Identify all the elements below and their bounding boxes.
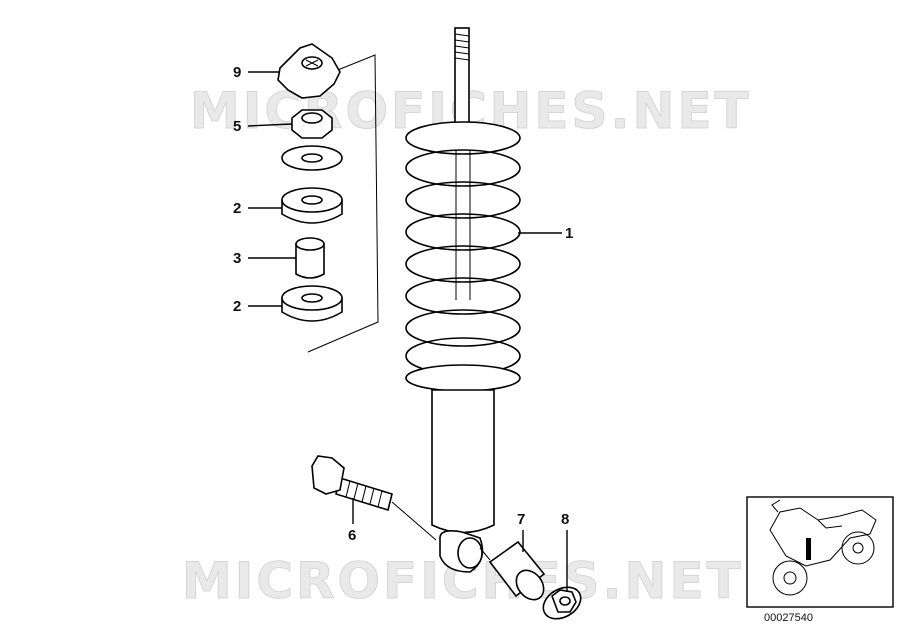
- reference-number: 00027540: [764, 612, 813, 624]
- callout-5: 5: [233, 118, 241, 135]
- callout-3: 3: [233, 250, 241, 267]
- bushing-sleeve-part: [479, 540, 546, 601]
- leader-lines: [247, 71, 568, 592]
- callout-2-upper: 2: [233, 200, 241, 217]
- rubber-bushing-upper-part: [281, 187, 343, 224]
- rubber-bushing-lower-part: [281, 285, 343, 322]
- rubber-mount-part: [277, 43, 341, 99]
- callout-6: 6: [348, 527, 356, 544]
- callout-9: 9: [233, 64, 241, 81]
- callout-1: 1: [565, 225, 573, 242]
- callout-8: 8: [561, 511, 569, 528]
- location-marker: [806, 538, 811, 560]
- nut-part: [291, 109, 333, 139]
- callout-2-lower: 2: [233, 298, 241, 315]
- assembly-bracket: [307, 54, 379, 353]
- callout-7: 7: [517, 511, 525, 528]
- flange-nut-part: [542, 586, 582, 620]
- hex-bolt-part: [311, 455, 437, 541]
- shock-absorber-part: [405, 27, 521, 573]
- washer-part: [281, 145, 343, 171]
- motorcycle-locator-inset: [746, 496, 894, 608]
- spacer-sleeve-part: [295, 237, 325, 279]
